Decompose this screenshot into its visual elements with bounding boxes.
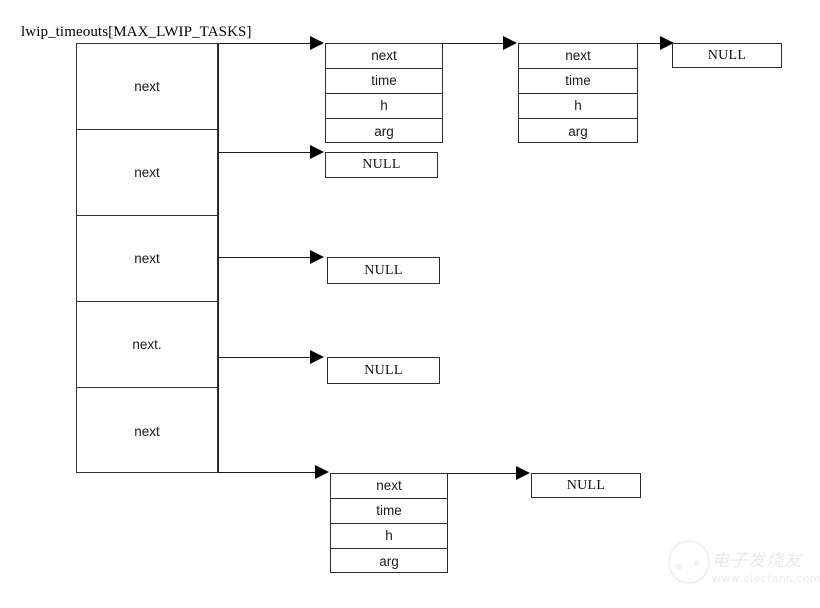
watermark-logo-icon: [668, 540, 710, 584]
node-3: next time h arg: [330, 473, 448, 573]
array-cell-1: next: [77, 130, 217, 216]
node-3-field-next: next: [331, 474, 447, 499]
node-1-field-h: h: [326, 94, 442, 119]
connector-row4-array-to-null4: [218, 357, 315, 358]
null-2: NULL: [325, 152, 438, 178]
watermark: 电子发烧友 www.elecfans.com: [668, 534, 820, 600]
null-1: NULL: [672, 43, 782, 68]
arrowhead-row5-null5: [516, 466, 530, 480]
lwip-timeouts-array: next next next next. next: [76, 43, 218, 473]
arrowhead-row1-node2: [503, 36, 517, 50]
node-3-field-h: h: [331, 524, 447, 549]
arrowhead-row5-node3: [315, 465, 329, 479]
arrowhead-row4-null4: [310, 350, 324, 364]
watermark-url: www.elecfans.com: [712, 572, 820, 585]
node-1-field-time: time: [326, 69, 442, 94]
watermark-logo-dot: [694, 560, 700, 566]
connector-node2-to-null1: [638, 43, 674, 44]
null-3: NULL: [327, 257, 440, 284]
connector-row5-array-to-node3: [218, 472, 320, 473]
connector-node3-to-null5: [448, 473, 520, 474]
diagram-title: lwip_timeouts[MAX_LWIP_TASKS]: [21, 24, 252, 40]
node-2: next time h arg: [518, 43, 638, 143]
array-cell-label: next: [134, 251, 160, 266]
connector-row2-array-to-null2: [218, 152, 315, 153]
array-pointer-spine: [218, 43, 219, 473]
array-cell-3: next.: [77, 302, 217, 388]
connector-row1-array-to-node1: [218, 43, 313, 44]
arrowhead-row2-null2: [310, 145, 324, 159]
array-cell-label: next.: [132, 337, 162, 352]
watermark-logo-dot: [676, 564, 682, 570]
arrowhead-row3-null3: [310, 250, 324, 264]
array-cell-2: next: [77, 216, 217, 302]
null-4: NULL: [327, 357, 440, 384]
array-cell-4: next: [77, 388, 217, 474]
array-cell-label: next: [134, 165, 160, 180]
node-2-field-time: time: [519, 69, 637, 94]
node-2-field-h: h: [519, 94, 637, 119]
array-cell-label: next: [134, 79, 160, 94]
node-2-field-arg: arg: [568, 123, 588, 139]
node-3-field-arg: arg: [379, 553, 399, 569]
node-3-field-time: time: [331, 499, 447, 524]
null-5: NULL: [531, 473, 641, 498]
node-2-field-next: next: [519, 44, 637, 69]
arrowhead-row1-node1: [310, 36, 324, 50]
array-cell-0: next: [77, 44, 217, 130]
node-1: next time h arg: [325, 43, 443, 143]
arrowhead-row1-null1: [660, 36, 674, 50]
connector-node1-to-node2: [443, 43, 508, 44]
node-1-field-arg: arg: [374, 123, 394, 139]
array-cell-label: next: [134, 423, 160, 439]
node-1-field-next: next: [326, 44, 442, 69]
watermark-text: 电子发烧友: [712, 551, 802, 571]
connector-row3-array-to-null3: [218, 257, 315, 258]
